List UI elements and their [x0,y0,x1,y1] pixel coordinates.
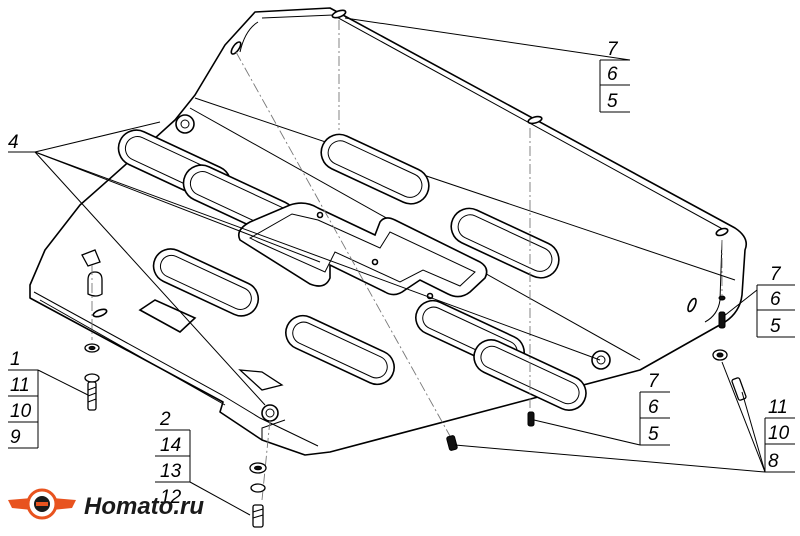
callout-11: 11 [10,375,30,396]
callout-5: 5 [648,424,659,445]
callout-5: 5 [607,91,618,112]
hardware-bottom [249,462,267,528]
callout-10: 10 [10,401,32,422]
logo-text: Homato.ru [84,493,204,520]
callout-12: 12 [160,487,182,508]
callout-4: 4 [8,132,19,153]
plate-ribs [117,129,587,411]
callouts-left-4: 4 [8,132,19,153]
callouts-bottom-bolt: 2 14 13 12 [159,409,182,508]
callout-9: 9 [10,427,21,448]
callout-1: 1 [10,349,21,370]
callout-7: 7 [770,264,782,285]
callout-11: 11 [768,397,788,418]
callout-13: 13 [160,461,182,482]
callout-8: 8 [768,451,779,472]
centerlines [91,20,723,501]
callouts-right-low: 11 10 8 [768,397,790,472]
callout-14: 14 [160,435,181,456]
plate-mount-holes [81,9,729,422]
callout-2: 2 [159,409,171,430]
callout-10: 10 [768,423,790,444]
callout-7: 7 [607,39,619,60]
homato-logo: Homato.ru [8,488,204,520]
callouts-left-bolt: 1 11 10 9 [10,349,32,448]
callouts-center-low: 7 6 5 [648,371,660,445]
callout-6: 6 [770,289,781,310]
leader-lines [8,17,795,516]
callouts-right-upper: 7 6 5 [770,264,782,337]
hardware-left [84,343,100,411]
wing-icon [8,488,76,520]
callout-7: 7 [648,371,660,392]
callouts-top-right: 7 6 5 [607,39,619,112]
callout-5: 5 [770,316,781,337]
callout-6: 6 [648,397,659,418]
callout-6: 6 [607,64,618,85]
